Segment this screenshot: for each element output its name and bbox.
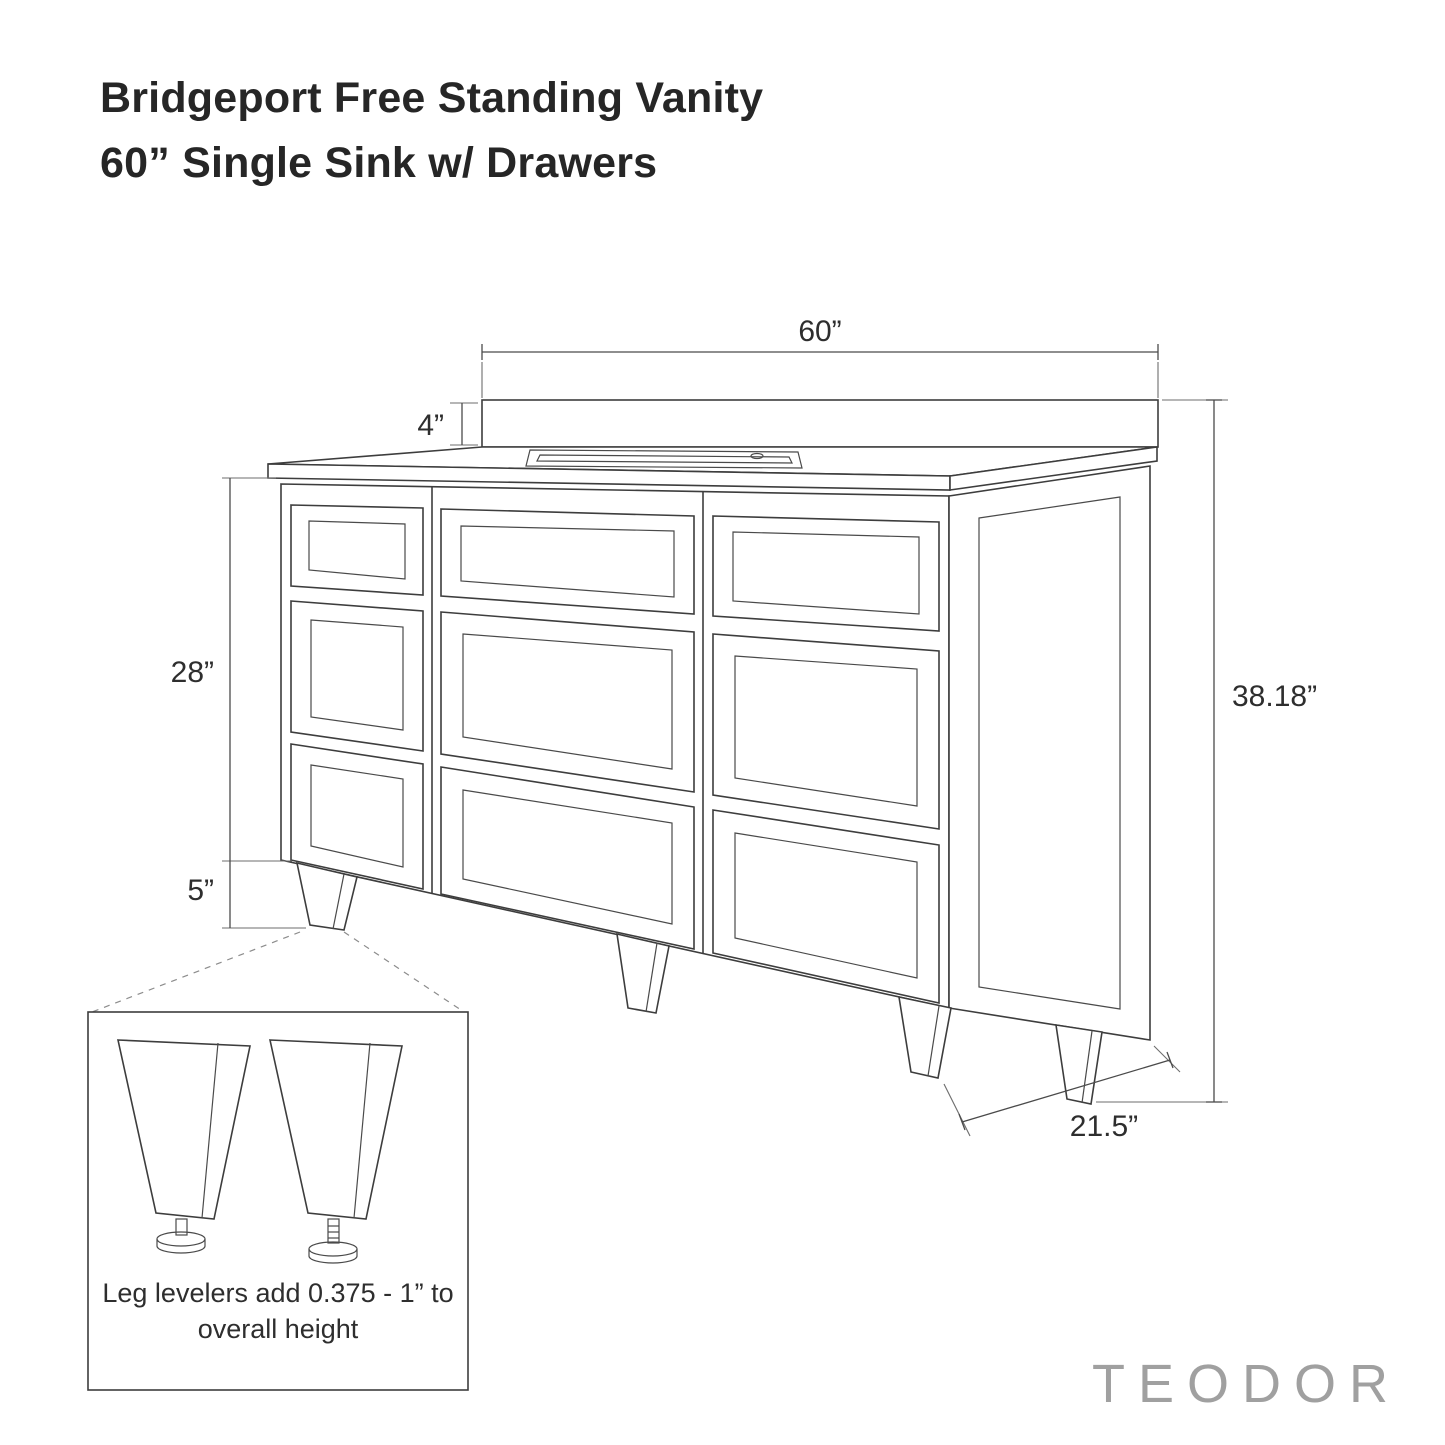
leg-front-left bbox=[295, 861, 358, 931]
cabinet-front bbox=[280, 483, 950, 1009]
leg-front-right bbox=[898, 995, 952, 1079]
leg-front-middle bbox=[616, 932, 670, 1014]
leveler-left bbox=[156, 1218, 206, 1254]
drawer-col1-top bbox=[290, 504, 424, 596]
drawer-col2-middle bbox=[440, 611, 695, 793]
inset-leg-left bbox=[116, 1039, 251, 1254]
sink-cutout bbox=[525, 449, 803, 469]
brand-logo: TEODOR bbox=[1091, 1354, 1401, 1414]
dimension-backsplash-label: 4” bbox=[417, 409, 444, 442]
drawer-col3-bottom bbox=[712, 809, 940, 1004]
backsplash bbox=[481, 399, 1159, 448]
drawer-col1-bottom bbox=[290, 743, 424, 890]
dimension-width-label: 60” bbox=[798, 315, 841, 348]
drawer-col3-middle bbox=[712, 633, 940, 830]
leveler-right bbox=[308, 1218, 358, 1264]
dimension-backsplash-height: 4” bbox=[417, 402, 478, 446]
dimension-depth: 21.5” bbox=[943, 1045, 1181, 1143]
dimension-leg-height: 5” bbox=[187, 861, 306, 929]
dimension-overall-height-label: 38.18” bbox=[1232, 680, 1317, 713]
drawer-col3-top bbox=[712, 515, 940, 632]
dimension-cabinet-height: 28” bbox=[171, 477, 292, 862]
page-title-line2: 60” Single Sink w/ Drawers bbox=[100, 139, 658, 188]
dimension-overall-height: 38.18” bbox=[1096, 399, 1317, 1103]
drawer-col1-middle bbox=[290, 600, 424, 752]
inset-note-line2: overall height bbox=[198, 1314, 359, 1344]
drawer-col2-bottom bbox=[440, 766, 695, 950]
drawer-col2-top bbox=[440, 508, 695, 615]
countertop bbox=[267, 446, 1158, 491]
leg-detail-inset: Leg levelers add 0.375 - 1” to overall h… bbox=[87, 931, 469, 1391]
page-title-line1: Bridgeport Free Standing Vanity bbox=[100, 74, 764, 122]
dimension-cabinet-height-label: 28” bbox=[171, 656, 214, 689]
dimension-width: 60” bbox=[481, 315, 1159, 398]
dimension-leg-height-label: 5” bbox=[187, 874, 214, 907]
side-panel bbox=[948, 465, 1151, 1041]
dimension-depth-label: 21.5” bbox=[1070, 1110, 1138, 1143]
inset-leg-right bbox=[268, 1039, 403, 1264]
page-title: Bridgeport Free Standing Vanity 60” Sing… bbox=[100, 66, 763, 197]
inset-note-line1: Leg levelers add 0.375 - 1” to bbox=[102, 1278, 453, 1308]
